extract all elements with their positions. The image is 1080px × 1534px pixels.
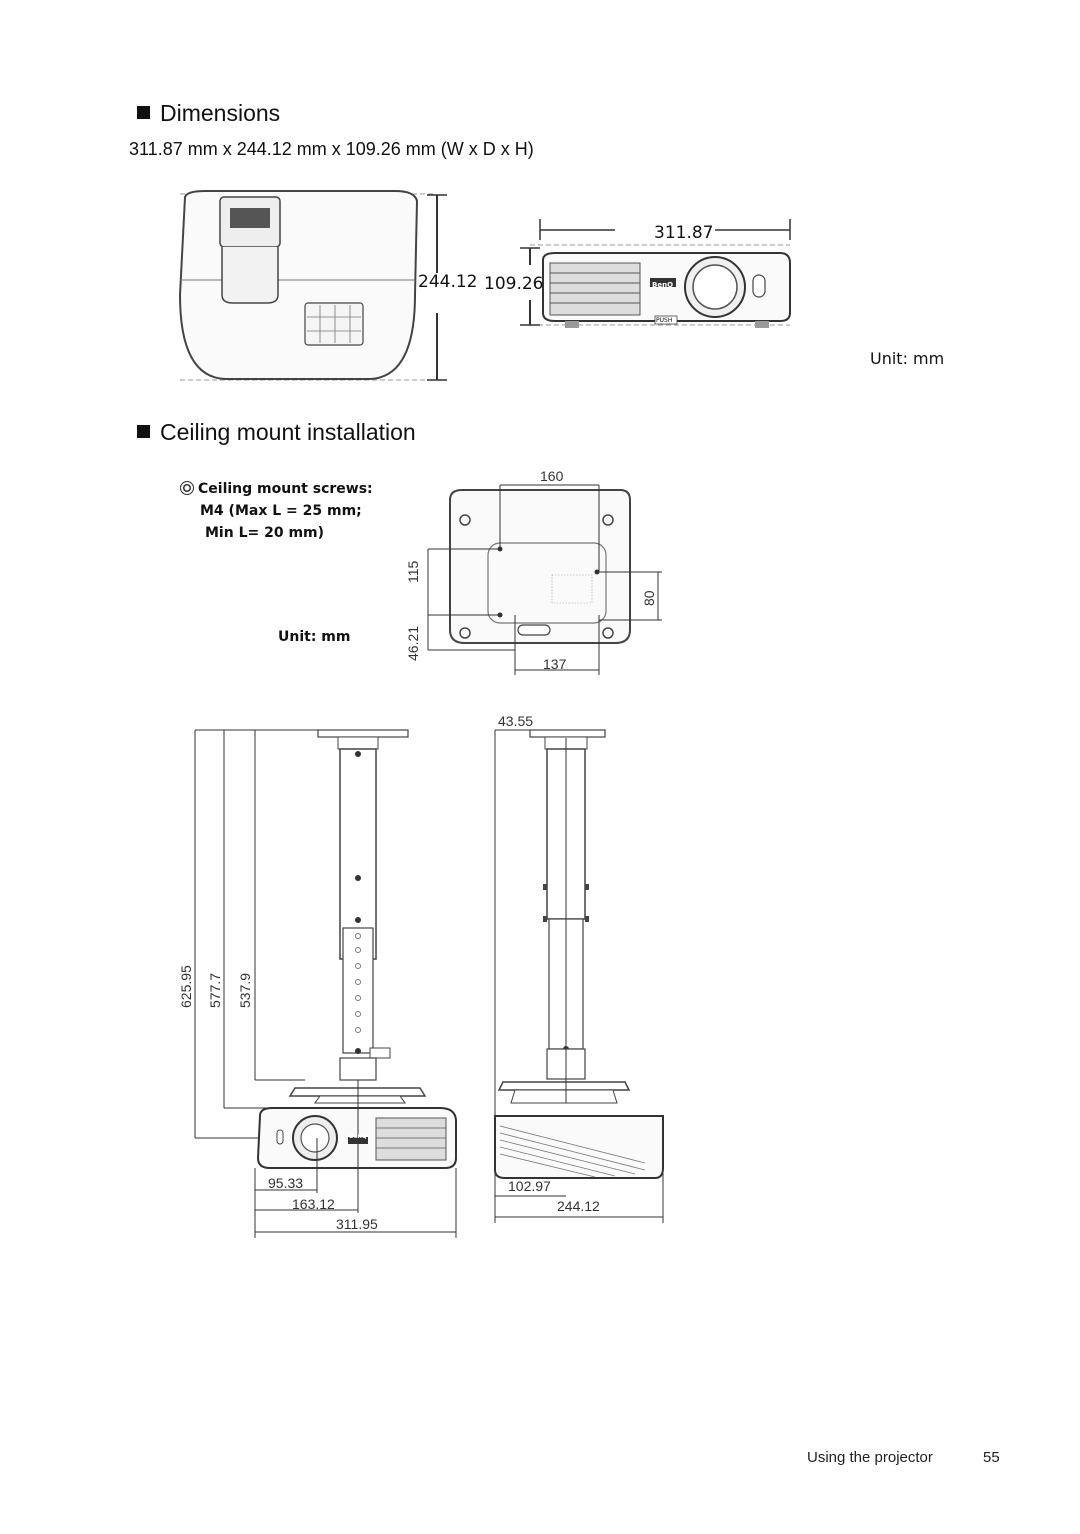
bottom-dim-137: 137 (543, 656, 567, 672)
mount-dim-95-33: 95.33 (268, 1175, 304, 1191)
side-dim-43-55: 43.55 (498, 713, 534, 729)
page-number: 55 (983, 1449, 1000, 1466)
mount-dim-311-95: 311.95 (336, 1216, 378, 1232)
dimensions-unit: Unit: mm (870, 349, 945, 368)
screws-note: Ceiling mount screws: M4 (Max L = 25 mm;… (180, 478, 373, 544)
projector-bottom-view (427, 484, 662, 675)
benq-logo-front: BenQ (652, 281, 674, 289)
mount-dim-163-12: 163.12 (292, 1196, 335, 1212)
screws-note-line-3: Min L= 20 mm) (205, 525, 325, 541)
benq-logo-mount: BenQ (349, 1133, 368, 1140)
screw-icon (180, 481, 194, 495)
projector-front-view (520, 219, 791, 328)
width-label: 311.87 (654, 223, 714, 243)
dimensions-summary: 311.87 mm x 244.12 mm x 109.26 mm (W x D… (129, 139, 534, 159)
projector-top-view (178, 190, 447, 381)
bottom-dim-115: 115 (405, 560, 421, 583)
dimensions-title: Dimensions (160, 100, 281, 126)
footer-section: Using the projector (807, 1449, 933, 1466)
mount-dim-577-7: 577.7 (207, 972, 223, 1008)
heading-bullet (137, 106, 150, 119)
side-dim-102-97: 102.97 (508, 1178, 551, 1194)
bottom-dim-80: 80 (641, 590, 657, 606)
screws-note-line-1: Ceiling mount screws: (180, 478, 373, 500)
mount-dim-625-95: 625.95 (178, 965, 194, 1008)
mount-front-view (194, 729, 457, 1238)
ceiling-heading: Ceiling mount installation (137, 419, 416, 446)
ceiling-unit: Unit: mm (278, 629, 351, 645)
dimensions-heading: Dimensions (137, 100, 280, 127)
ceiling-title: Ceiling mount installation (160, 419, 416, 445)
side-dim-244-12: 244.12 (557, 1198, 600, 1214)
heading-bullet (137, 425, 150, 438)
push-label: PUSH (656, 317, 673, 324)
depth-label: 244.12 (418, 272, 478, 292)
height-label: 109.26 (484, 274, 544, 294)
bottom-dim-160: 160 (540, 468, 564, 484)
mount-dim-537-9: 537.9 (237, 972, 253, 1008)
screws-note-line-2: M4 (Max L = 25 mm; (200, 503, 362, 519)
bottom-dim-46-21: 46.21 (405, 625, 421, 661)
mount-side-view (494, 729, 664, 1223)
